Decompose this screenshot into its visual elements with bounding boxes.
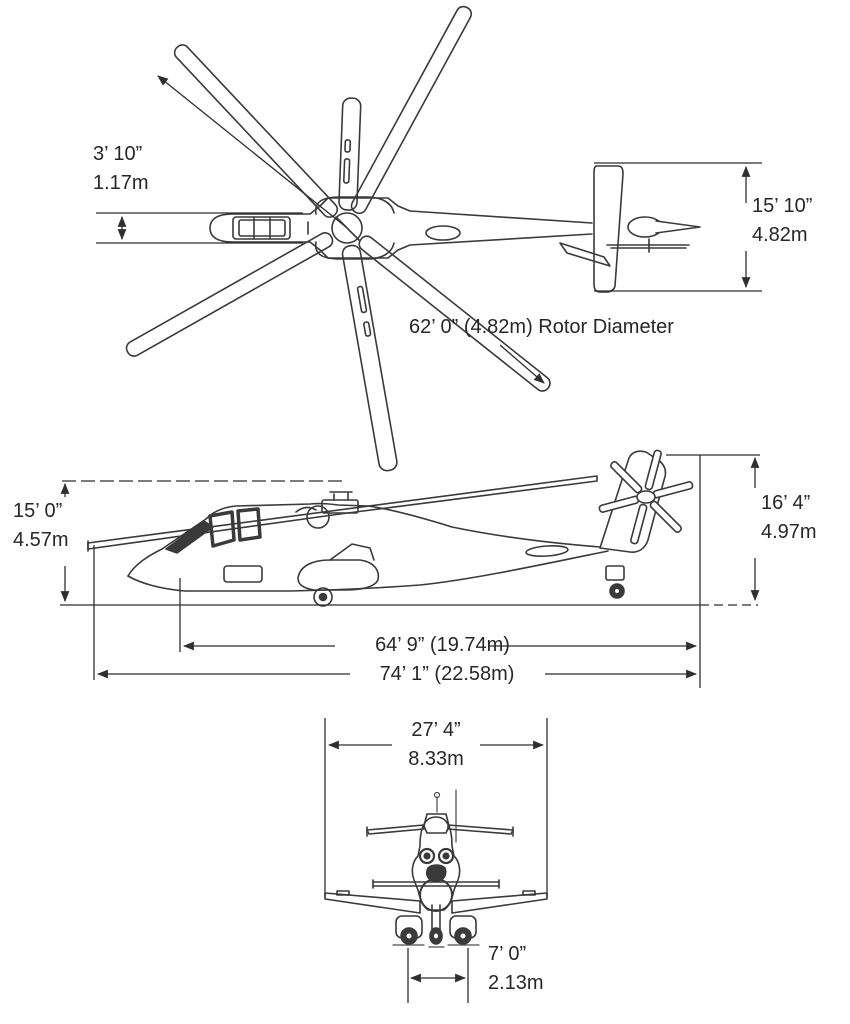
fuselage-width-ft: 3’ 10” xyxy=(93,143,143,165)
fuselage-width-m: 1.17m xyxy=(93,172,149,194)
wheel-track-label: 7’ 0” 2.13m xyxy=(488,940,544,998)
wing-span-dimension xyxy=(324,718,548,897)
overall-height-dimension xyxy=(666,454,760,602)
height-to-rotor-dimension xyxy=(60,480,345,603)
stabilizer-span-m: 4.82m xyxy=(752,224,808,246)
overall-length-dimension xyxy=(93,545,698,680)
overall-length-label: 74’ 1” (22.58m) xyxy=(332,660,562,689)
overall-height-label: 16’ 4” 4.97m xyxy=(761,489,817,547)
height-to-rotor-ft: 15’ 0” xyxy=(13,500,63,522)
wing-span-label: 27’ 4” 8.33m xyxy=(386,716,486,774)
stabilizer-span-label: 15’ 10” 4.82m xyxy=(752,192,812,250)
height-to-rotor-m: 4.57m xyxy=(13,529,69,551)
fuselage-length-text: 64’ 9” (19.74m) xyxy=(375,634,510,656)
front-view-drawing xyxy=(324,789,548,948)
rotor-diameter-dimension xyxy=(157,75,545,384)
height-to-rotor-label: 15’ 0” 4.57m xyxy=(13,497,69,555)
fuselage-width-label: 3’ 10” 1.17m xyxy=(93,140,149,198)
side-view-drawing xyxy=(87,449,694,607)
overall-length-text: 74’ 1” (22.58m) xyxy=(379,663,515,685)
stabilizer-span-ft: 15’ 10” xyxy=(752,195,813,217)
wing-span-ft: 27’ 4” xyxy=(411,719,461,741)
top-view-drawing xyxy=(125,5,701,472)
wheel-track-ft: 7’ 0” xyxy=(488,943,527,965)
fuselage-length-label: 64’ 9” (19.74m) xyxy=(330,631,555,660)
wing-span-m: 8.33m xyxy=(408,748,464,770)
overall-height-ft: 16’ 4” xyxy=(761,492,811,514)
wheel-track-m: 2.13m xyxy=(488,972,544,994)
fuselage-width-dimension xyxy=(96,212,303,244)
overall-height-m: 4.97m xyxy=(761,521,817,543)
fuselage-length-dimension xyxy=(179,455,701,688)
wheel-track-dimension xyxy=(407,948,469,1003)
stabilizer-span-dimension xyxy=(594,162,762,292)
rotor-diameter-text: 62’ 0” (4.82m) Rotor Diameter xyxy=(409,316,674,338)
rotor-diameter-label: 62’ 0” (4.82m) Rotor Diameter xyxy=(409,313,674,342)
